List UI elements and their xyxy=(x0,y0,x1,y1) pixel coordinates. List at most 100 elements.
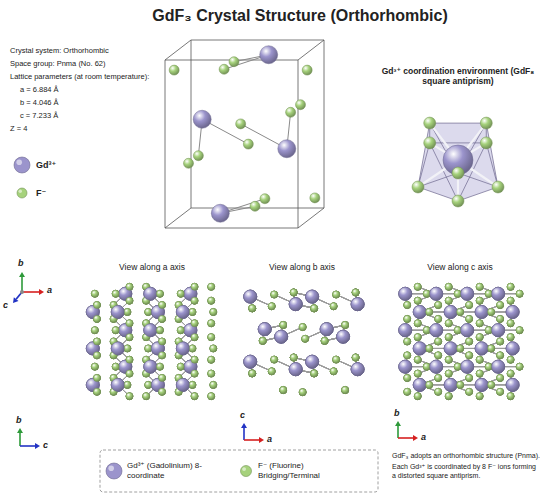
gd-atom xyxy=(351,363,364,376)
f-atom xyxy=(333,291,340,298)
f-atom xyxy=(93,388,100,395)
f-atom xyxy=(91,363,98,370)
f-atom xyxy=(159,302,166,309)
f-atom xyxy=(280,387,287,394)
f-atom xyxy=(159,302,166,309)
gd-atom xyxy=(351,298,364,311)
f-atom xyxy=(295,100,305,110)
f-atom xyxy=(145,381,152,388)
gd-atom xyxy=(306,290,319,303)
gd-atom xyxy=(176,378,189,391)
f-atom xyxy=(126,370,133,377)
gd-atom xyxy=(111,305,124,318)
f-atom xyxy=(330,368,337,375)
f-atom xyxy=(208,356,215,363)
f-atom xyxy=(259,337,266,344)
f-atom xyxy=(208,283,215,290)
f-atom xyxy=(126,334,133,341)
gd-atom xyxy=(320,323,333,336)
gd-atom xyxy=(351,298,364,311)
f-atom xyxy=(321,337,328,344)
f-atom xyxy=(112,327,119,334)
f-atom xyxy=(93,374,100,381)
f-atom xyxy=(210,345,217,352)
f-atom xyxy=(91,363,98,370)
f-atom xyxy=(311,305,318,312)
f-atom xyxy=(352,354,359,361)
unit-cell-edge xyxy=(324,40,325,208)
f-atom xyxy=(177,363,184,370)
f-atom xyxy=(280,321,287,328)
f-atom xyxy=(112,363,119,370)
f-atom xyxy=(342,387,349,394)
f-atom xyxy=(271,291,278,298)
f-atom xyxy=(342,387,349,394)
f-atom xyxy=(259,337,266,344)
f-atom xyxy=(126,356,133,363)
f-atom xyxy=(159,374,166,381)
f-atom xyxy=(126,334,133,341)
gd-atom xyxy=(289,363,302,376)
gd-atom xyxy=(306,355,319,368)
f-atom xyxy=(91,327,98,334)
f-atom xyxy=(124,308,131,315)
f-atom xyxy=(93,302,100,309)
f-atom xyxy=(124,345,131,352)
f-atom xyxy=(249,370,256,377)
f-atom xyxy=(189,381,196,388)
f-atom xyxy=(330,368,337,375)
f-atom xyxy=(191,334,198,341)
f-atom xyxy=(280,321,287,328)
gd-atom xyxy=(351,363,364,376)
f-atom xyxy=(259,337,266,344)
f-atom xyxy=(126,297,133,304)
f-atom xyxy=(145,345,152,352)
antiprism-edge xyxy=(418,123,430,187)
gd-atom xyxy=(351,363,364,376)
f-atom xyxy=(210,345,217,352)
gd-atom xyxy=(320,323,333,336)
f-atom xyxy=(280,321,287,328)
f-atom xyxy=(280,321,287,328)
f-atom xyxy=(299,324,306,331)
f-atom xyxy=(480,117,492,129)
f-atom xyxy=(208,393,215,400)
gd-atom xyxy=(111,305,124,318)
f-atom xyxy=(126,283,133,290)
f-atom xyxy=(208,393,215,400)
f-atom xyxy=(177,290,184,297)
unit-cell xyxy=(165,40,324,228)
f-atom xyxy=(236,119,246,129)
f-atom xyxy=(124,381,131,388)
f-atom xyxy=(302,335,309,342)
f-atom xyxy=(126,393,133,400)
f-atom xyxy=(93,315,100,322)
gd-atom xyxy=(144,360,157,373)
f-atom xyxy=(126,356,133,363)
f-atom xyxy=(311,305,318,312)
f-atom xyxy=(311,305,318,312)
f-atom xyxy=(286,107,296,117)
f-atom xyxy=(93,302,100,309)
f-atom xyxy=(189,345,196,352)
f-atom xyxy=(159,374,166,381)
f-atom xyxy=(191,370,198,377)
f-atom xyxy=(342,387,349,394)
f-atom xyxy=(249,305,256,312)
gd-atom xyxy=(176,342,189,355)
f-atom xyxy=(321,337,328,344)
f-atom xyxy=(159,338,166,345)
projection-view xyxy=(399,283,523,399)
f-atom xyxy=(91,327,98,334)
f-atom xyxy=(208,320,215,327)
f-atom xyxy=(290,289,297,296)
gd-atom xyxy=(258,323,271,336)
f-atom xyxy=(177,363,184,370)
gd-atom xyxy=(306,290,319,303)
f-atom xyxy=(249,305,256,312)
f-atom xyxy=(311,370,318,377)
f-atom xyxy=(124,308,131,315)
gd-atom xyxy=(306,290,319,303)
f-atom xyxy=(156,327,163,334)
f-atom xyxy=(352,289,359,296)
